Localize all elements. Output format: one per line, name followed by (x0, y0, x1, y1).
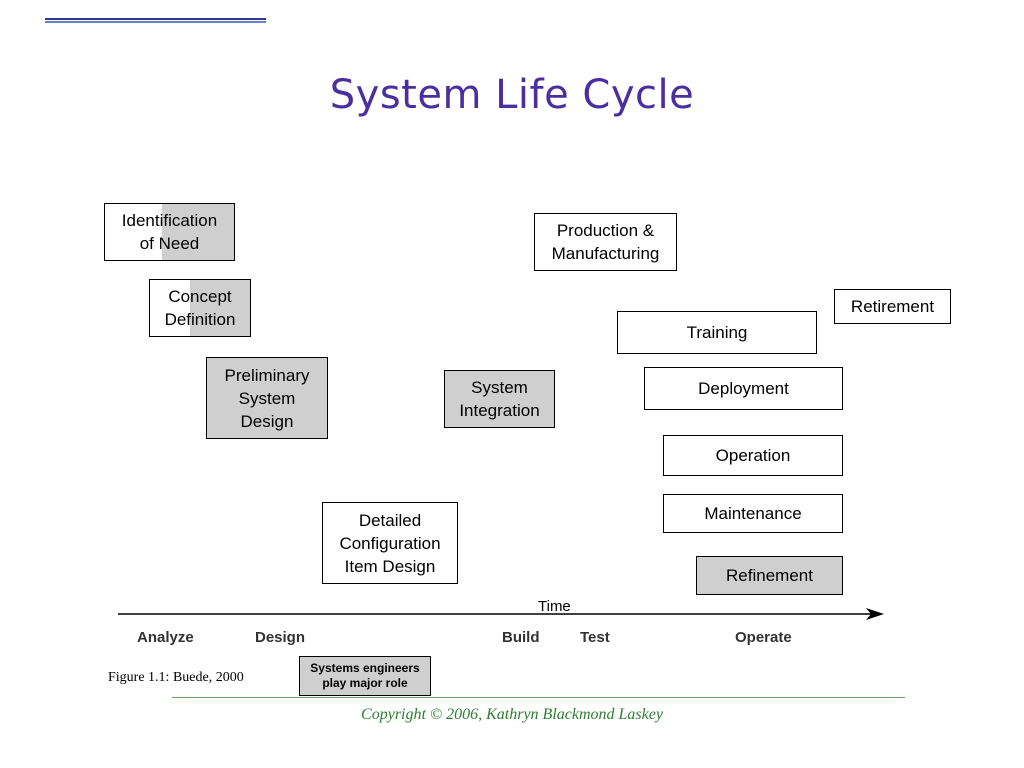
figure-caption: Figure 1.1: Buede, 2000 (108, 670, 244, 685)
box-system-integration: System Integration (444, 370, 555, 428)
box-operation: Operation (663, 435, 843, 476)
time-axis-arrow (118, 608, 884, 620)
phase-operate: Operate (735, 629, 792, 646)
box-concept-definition: Concept Definition (149, 279, 251, 337)
phase-design: Design (255, 629, 306, 646)
box-detailed-configuration-item-design: Detailed Configuration Item Design (322, 502, 458, 584)
box-production-manufacturing: Production & Manufacturing (534, 213, 677, 271)
box-retirement: Retirement (834, 289, 951, 324)
phase-build: Build (502, 629, 540, 646)
slide-title: System Life Cycle (329, 72, 695, 118)
phase-test: Test (580, 629, 610, 646)
box-maintenance: Maintenance (663, 494, 843, 533)
box-identification-of-need: Identification of Need (104, 203, 235, 261)
phase-analyze: Analyze (137, 629, 194, 646)
box-deployment: Deployment (644, 367, 843, 410)
legend-systems-engineers: Systems engineers play major role (299, 656, 431, 696)
footer-rule (172, 697, 905, 698)
box-preliminary-system-design: Preliminary System Design (206, 357, 328, 439)
box-refinement: Refinement (696, 556, 843, 595)
box-training: Training (617, 311, 817, 354)
copyright-notice: Copyright © 2006, Kathryn Blackmond Lask… (361, 706, 663, 723)
axis-label-time: Time (538, 598, 571, 615)
header-rule (45, 18, 266, 23)
